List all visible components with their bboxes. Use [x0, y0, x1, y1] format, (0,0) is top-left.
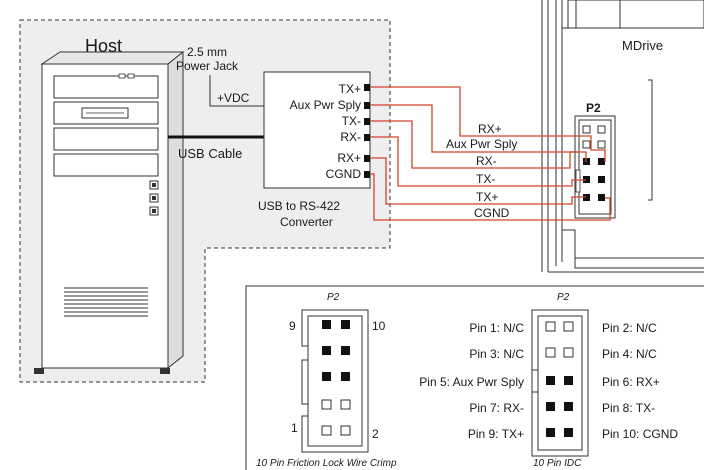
legend-left-pin9-label: 9 — [289, 319, 296, 333]
legend-pin-9: Pin 9: TX+ — [468, 427, 524, 441]
legend-pin-6: Pin 6: RX+ — [602, 375, 660, 389]
legend-right-connector — [531, 309, 589, 457]
converter-caption-line1: USB to RS-422 — [258, 199, 340, 213]
legend-left-p2-label: P2 — [327, 292, 340, 303]
legend-right-left-pin-labels: Pin 1: N/C Pin 3: N/C Pin 5: Aux Pwr Spl… — [419, 321, 524, 441]
legend-right-right-pin-labels: Pin 2: N/C Pin 4: N/C Pin 6: RX+ Pin 8: … — [602, 321, 678, 441]
wire-label-tx-plus: TX+ — [476, 190, 498, 204]
converter-pin-terminals — [364, 84, 370, 178]
legend-right-caption: 10 Pin IDC — [533, 458, 582, 469]
wire-label-tx-minus: TX- — [476, 172, 495, 186]
legend-left-pin10-label: 10 — [372, 319, 386, 333]
legend-pin-1: Pin 1: N/C — [469, 321, 524, 335]
mdrive-p2-label: P2 — [586, 101, 601, 115]
wire-label-rx-plus: RX+ — [478, 122, 502, 136]
converter-pin-rx-plus: RX+ — [337, 151, 361, 165]
converter-pin-cgnd: CGND — [326, 167, 362, 181]
converter-pin-labels: TX+ Aux Pwr Sply TX- RX- RX+ CGND — [290, 82, 362, 181]
vdc-label: +VDC — [217, 91, 250, 105]
mdrive-title: MDrive — [622, 38, 663, 53]
converter-pin-aux-pwr: Aux Pwr Sply — [290, 98, 361, 112]
wire-harness — [370, 86, 611, 221]
pc-tower-icon — [34, 50, 185, 374]
mdrive-p2-connector — [574, 115, 616, 219]
power-jack-label-line2: Power Jack — [176, 59, 239, 73]
legend-left-pin2-label: 2 — [372, 427, 379, 441]
wire-rx-minus — [370, 136, 586, 187]
wire-tx-minus — [370, 120, 578, 169]
wire-aux-pwr — [370, 104, 587, 162]
wire-tx-plus — [370, 86, 606, 162]
legend-pin-8: Pin 8: TX- — [602, 401, 655, 415]
power-jack-wire — [209, 75, 264, 107]
wire-rx-plus — [370, 157, 586, 205]
legend-pin-10: Pin 10: CGND — [602, 427, 678, 441]
host-region-corner-notch — [0, 0, 22, 12]
converter-pin-tx-minus: TX- — [342, 114, 361, 128]
usb-cable-label: USB Cable — [178, 146, 242, 161]
legend-left-pin1-label: 1 — [291, 421, 298, 435]
converter-pin-rx-minus: RX- — [340, 130, 361, 144]
wire-label-rx-minus: RX- — [476, 154, 497, 168]
mdrive-unit — [541, 0, 704, 273]
converter-caption-line2: Converter — [280, 215, 333, 229]
legend-pin-5: Pin 5: Aux Pwr Sply — [419, 375, 524, 389]
power-jack-label-line1: 2.5 mm — [187, 45, 227, 59]
usb-rs422-converter — [263, 71, 371, 189]
wire-label-cgnd: CGND — [474, 206, 510, 220]
legend-left-caption: 10 Pin Friction Lock Wire Crimp — [256, 458, 397, 469]
legend-left-connector — [301, 309, 369, 453]
legend-pin-7: Pin 7: RX- — [469, 401, 524, 415]
legend-pin-4: Pin 4: N/C — [602, 347, 657, 361]
host-title: Host — [85, 36, 122, 56]
legend-pin-3: Pin 3: N/C — [469, 347, 524, 361]
legend-right-p2-label: P2 — [557, 292, 570, 303]
wire-label-aux-pwr: Aux Pwr Sply — [446, 137, 517, 151]
legend-pin-2: Pin 2: N/C — [602, 321, 657, 335]
wire-cgnd — [370, 173, 611, 221]
converter-pin-tx-plus: TX+ — [339, 82, 361, 96]
wire-labels: RX+ Aux Pwr Sply RX- TX- TX+ CGND — [446, 122, 517, 220]
